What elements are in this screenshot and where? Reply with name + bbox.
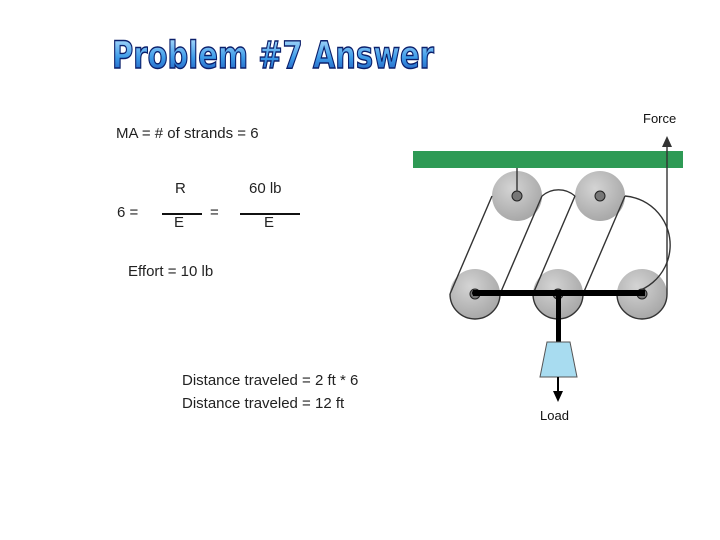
force-arrow-head (662, 136, 672, 147)
distance-line-2: Distance traveled = 12 ft (182, 395, 345, 412)
hanger-rod (556, 296, 561, 342)
fraction2-numerator: 60 lb (249, 180, 282, 197)
fraction2-bar (240, 213, 300, 215)
slide-title-text: Problem #7 Answer (112, 34, 435, 77)
equation-lhs: 6 = (117, 204, 139, 221)
equals-sign: = (210, 204, 219, 221)
mechanical-advantage-line: MA = # of strands = 6 (116, 125, 259, 142)
fraction2-denominator: E (264, 214, 275, 231)
fraction1-denominator: E (174, 214, 185, 231)
pulley-diagram: Force Load (413, 111, 683, 423)
upper-pulley-middle (575, 171, 625, 221)
load-label: Load (540, 408, 569, 423)
fraction1-numerator: R (175, 180, 186, 197)
ceiling-beam (413, 151, 683, 168)
distance-line-1: Distance traveled = 2 ft * 6 (182, 372, 359, 389)
fraction1-bar (162, 213, 202, 215)
load-weight (539, 341, 578, 378)
force-label: Force (643, 111, 676, 126)
slide-title: Problem #7 Answer (111, 33, 435, 77)
load-arrow-head (553, 391, 563, 402)
effort-line: Effort = 10 lb (128, 263, 214, 280)
upper-pulley-left (492, 171, 542, 221)
